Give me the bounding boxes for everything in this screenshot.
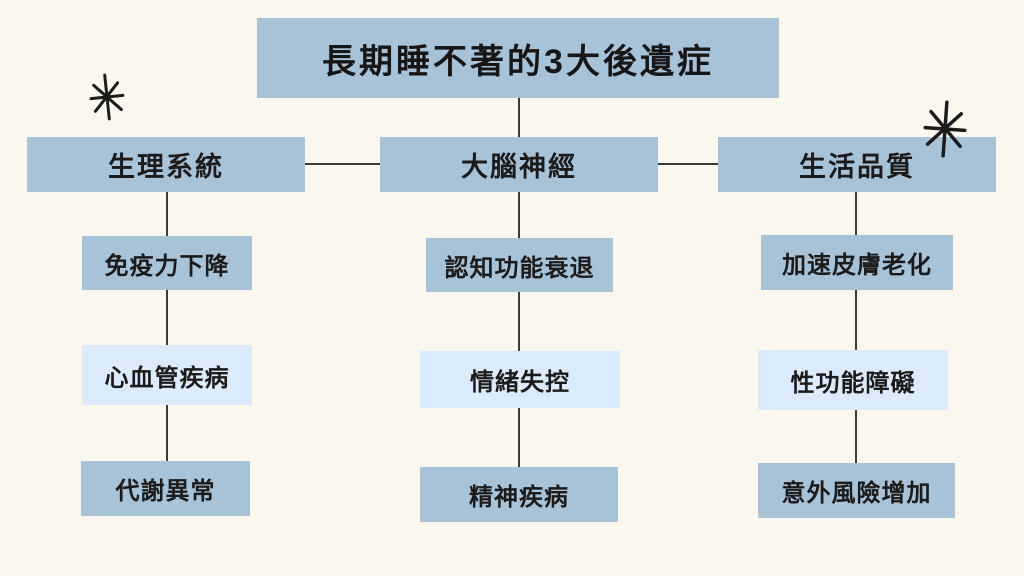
connector-line [855,192,857,235]
sparkle-icon [89,73,125,121]
column-header-brain: 大腦神經 [380,137,658,192]
connector-line [658,163,718,165]
node-emotional-loss-of-control: 情緒失控 [420,351,620,408]
connector-line [166,405,168,461]
connector-line [518,192,520,238]
column-header-life-quality: 生活品質 [718,137,996,192]
sparkle-icon [923,100,967,158]
connector-line [518,408,520,467]
sparkle-center [104,94,110,100]
node-accelerated-skin-aging: 加速皮膚老化 [761,235,953,290]
page-title: 長期睡不著的3大後遺症 [257,18,779,98]
column-header-physiology: 生理系統 [27,137,305,192]
node-cardiovascular-disease: 心血管疾病 [82,345,252,405]
connector-line [166,192,168,236]
node-increased-accident-risk: 意外風險增加 [758,463,955,518]
node-cognitive-decline: 認知功能衰退 [426,238,613,292]
connector-line [305,163,380,165]
connector-line [518,98,520,137]
node-metabolic-abnormality: 代謝異常 [81,461,250,516]
connector-line [166,290,168,345]
node-sexual-dysfunction: 性功能障礙 [758,350,948,410]
connector-line [855,410,857,463]
node-mental-illness: 精神疾病 [420,467,618,522]
node-immunity-decline: 免疫力下降 [82,236,252,290]
connector-line [518,292,520,351]
sparkle-center [941,125,949,133]
connector-line [855,290,857,350]
